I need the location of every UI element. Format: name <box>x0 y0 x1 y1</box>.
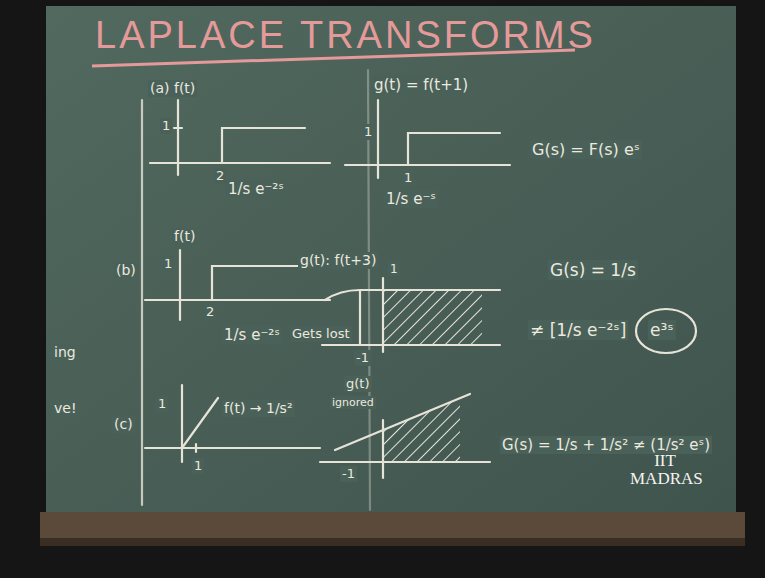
graph-label: 1 <box>162 256 174 272</box>
graph-label: Gets lost <box>290 326 352 342</box>
graph-label: 1/s e⁻²ˢ <box>226 180 286 198</box>
watermark: IIT MADRAS <box>628 452 702 488</box>
graph-label: 1/s e⁻ˢ <box>384 190 438 208</box>
graph-label: f(t) <box>172 228 197 245</box>
graph-label: (a) f(t) <box>148 80 197 97</box>
graph-label: 1 <box>362 124 374 140</box>
graph-label: G(s) = 1/s + 1/s² ≠ (1/s² eˢ) <box>500 436 712 454</box>
chalk-ledge <box>40 512 745 542</box>
graph-label: e³ˢ <box>648 320 676 340</box>
graph-label: G(s) = F(s) eˢ <box>530 140 642 159</box>
graph-label: 1 <box>402 170 414 186</box>
graph-label: ≠ [1/s e⁻²ˢ] <box>528 320 628 340</box>
graph-label: G(s) = 1/s <box>548 260 638 280</box>
graph-label: g(t) = f(t+1) <box>372 76 470 94</box>
graph-label: ignored <box>330 396 376 409</box>
graph-label: 1 <box>156 396 168 412</box>
graph-label: (b) <box>114 262 138 279</box>
graph-label: ve! <box>52 400 79 417</box>
graph-label: 1 <box>388 262 400 276</box>
graph-label: g(t): f(t+3) <box>298 252 378 269</box>
graph-label: 1 <box>192 458 204 474</box>
board-surface <box>46 6 736 516</box>
graph-label: g(t) <box>344 376 372 392</box>
graph-label: 1 <box>160 118 172 134</box>
graph-label: 2 <box>214 168 226 184</box>
graph-label: ing <box>52 344 78 361</box>
graph-label: -1 <box>354 350 371 366</box>
graph-label: (c) <box>112 416 135 433</box>
board-title: LAPLACE TRANSFORMS <box>95 14 596 57</box>
graph-label: f(t) → 1/s² <box>222 400 295 417</box>
graph-label: -1 <box>340 466 357 482</box>
graph-label: 1/s e⁻²ˢ <box>222 326 282 344</box>
graph-label: 2 <box>204 304 216 320</box>
